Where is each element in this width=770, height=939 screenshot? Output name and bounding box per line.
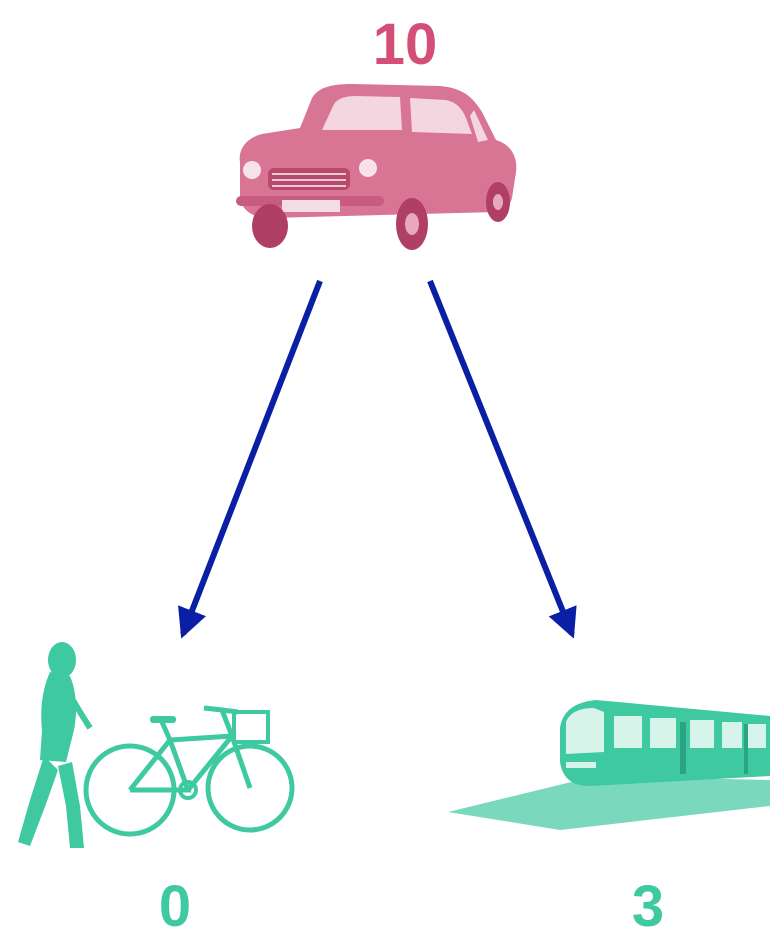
- tram-value: 3: [588, 878, 708, 936]
- car-value: 10: [345, 16, 465, 74]
- bicycle-pedestrian-icon: [18, 642, 292, 848]
- arrow-car-to-tram: [430, 281, 572, 634]
- tram-icon: [448, 700, 770, 830]
- arrow-car-to-bicycle: [183, 281, 320, 634]
- bicycle-value: 0: [115, 878, 235, 936]
- car-icon: [236, 84, 516, 250]
